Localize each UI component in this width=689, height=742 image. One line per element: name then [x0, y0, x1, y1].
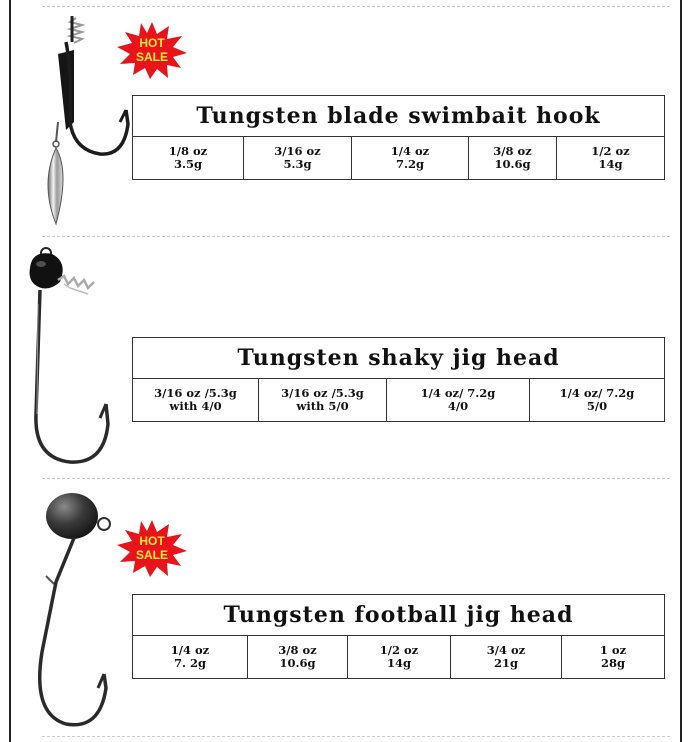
spec-cell: 1/2 oz 14g [557, 137, 664, 179]
hot-sale-badge-hot: HOT [139, 534, 165, 548]
spec-oz: 1/4 oz [390, 144, 430, 158]
spec-table: Tungsten blade swimbait hook 1/8 oz 3.5g… [132, 95, 665, 180]
spec-grams: 14g [598, 157, 623, 171]
spec-grams: 21g [493, 656, 519, 670]
spec-oz: 1/4 oz/ 7.2g [559, 386, 635, 400]
spec-detail: with 4/0 [169, 399, 222, 413]
spec-grams: 14g [386, 656, 412, 670]
shaky-jig-head-icon [29, 247, 110, 464]
page-border-right [680, 0, 682, 742]
spec-oz: 1/2 oz [591, 144, 630, 158]
spec-cell: 1/4 oz 7. 2g [133, 636, 248, 678]
spec-oz: 1 oz [599, 643, 627, 657]
spec-oz: 3/16 oz /5.3g [281, 386, 364, 400]
section-divider [42, 6, 670, 7]
spec-cell: 1/4 oz/ 7.2g 5/0 [530, 379, 664, 421]
spec-cell: 1 oz 28g [562, 636, 664, 678]
spec-row: 1/8 oz 3.5g 3/16 oz 5.3g 1/4 oz 7.2g 3/8… [133, 137, 664, 179]
spec-grams: 7.2g [395, 157, 425, 171]
spec-cell: 1/4 oz 7.2g [352, 137, 469, 179]
page-border-left [9, 0, 11, 742]
spec-cell: 3/8 oz 10.6g [248, 636, 348, 678]
spec-row: 3/16 oz /5.3g with 4/0 3/16 oz /5.3g wit… [133, 379, 664, 421]
spec-table: Tungsten football jig head 1/4 oz 7. 2g … [132, 594, 665, 679]
spec-cell: 3/4 oz 21g [451, 636, 562, 678]
spec-grams: 3.5g [173, 157, 203, 171]
spec-grams: 10.6g [279, 656, 316, 670]
spec-oz: 3/8 oz [278, 643, 317, 657]
spec-row: 1/4 oz 7. 2g 3/8 oz 10.6g 1/2 oz 14g 3/4… [133, 636, 664, 678]
spec-grams: 28g [600, 656, 626, 670]
hot-sale-badge-sale: SALE [136, 548, 168, 562]
hot-sale-badge-icon: HOT SALE [117, 520, 187, 577]
spec-oz: 1/4 oz/ 7.2g [420, 386, 496, 400]
spec-cell: 3/16 oz /5.3g with 5/0 [259, 379, 387, 421]
spec-detail: with 5/0 [296, 399, 349, 413]
spec-oz: 3/8 oz [493, 144, 532, 158]
spec-grams: 10.6g [494, 157, 531, 171]
hot-sale-badge-icon: HOT SALE [117, 22, 187, 79]
spec-oz: 1/8 oz [168, 144, 208, 158]
spec-oz: 3/4 oz [486, 643, 526, 657]
section-divider [42, 478, 670, 479]
spec-cell: 3/16 oz /5.3g with 4/0 [133, 379, 259, 421]
product-title: Tungsten blade swimbait hook [133, 96, 664, 137]
football-jig-head-icon [38, 493, 111, 727]
hot-sale-badge-sale: SALE [136, 50, 168, 64]
spec-oz: 3/16 oz /5.3g [154, 386, 237, 400]
spec-table: Tungsten shaky jig head 3/16 oz /5.3g wi… [132, 337, 665, 422]
spec-cell: 1/4 oz/ 7.2g 4/0 [387, 379, 530, 421]
spec-detail: 4/0 [447, 399, 469, 413]
section-divider [42, 236, 670, 237]
spec-oz: 1/2 oz [379, 643, 419, 657]
spec-cell: 1/8 oz 3.5g [133, 137, 244, 179]
spec-grams: 7. 2g [173, 656, 207, 670]
spec-grams: 5.3g [283, 157, 312, 171]
hot-sale-badge-hot: HOT [139, 36, 165, 50]
spec-oz: 1/4 oz [170, 643, 210, 657]
blade-swimbait-hook-icon [47, 16, 130, 226]
spec-oz: 3/16 oz [274, 144, 321, 158]
spec-cell: 3/8 oz 10.6g [469, 137, 557, 179]
spec-detail: 5/0 [586, 399, 608, 413]
spec-cell: 3/16 oz 5.3g [244, 137, 352, 179]
product-title: Tungsten shaky jig head [133, 338, 664, 379]
section-divider [42, 736, 670, 737]
product-title: Tungsten football jig head [133, 595, 664, 636]
spec-cell: 1/2 oz 14g [348, 636, 451, 678]
